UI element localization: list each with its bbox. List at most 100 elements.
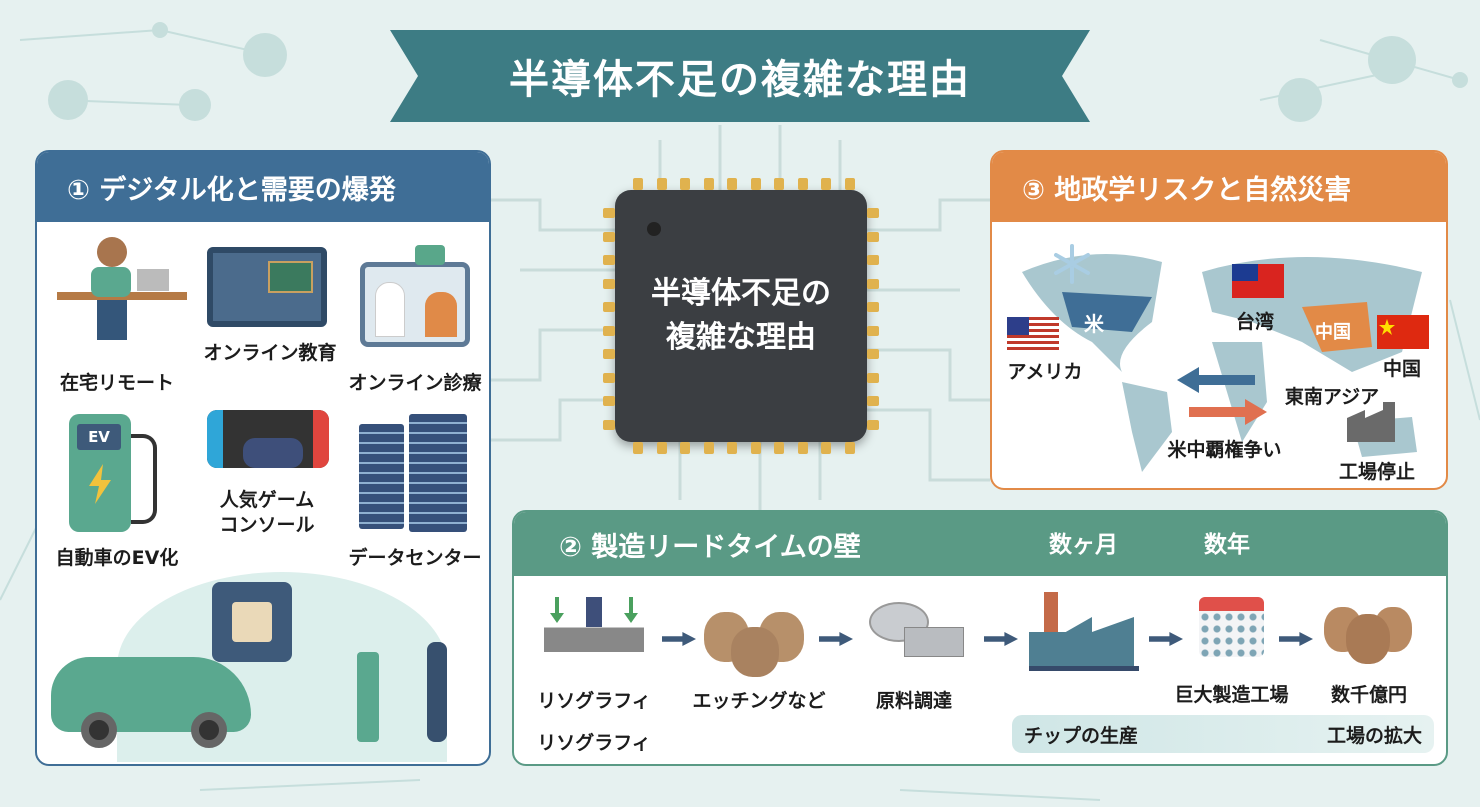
- item-online-medical: オンライン診療: [348, 372, 482, 394]
- label-southeast-asia: 東南アジア: [1284, 386, 1380, 408]
- chip-label-line1: 半導体不足の: [651, 276, 831, 311]
- game-console-icon: [207, 410, 329, 468]
- timeline-bar: チップの生産 工場の拡大: [1012, 715, 1434, 753]
- chip-pin: [867, 396, 879, 406]
- online-education-icon: [207, 247, 327, 327]
- chip-pin: [703, 178, 714, 190]
- chip-pin: [867, 349, 879, 359]
- chip-pin: [750, 178, 761, 190]
- chip-pin: [867, 372, 879, 383]
- ev-charger-icon: EV: [69, 414, 159, 534]
- label-taiwan: 台湾: [1235, 311, 1274, 333]
- chip-pin: [797, 442, 808, 454]
- chip-pin: [867, 302, 879, 312]
- chip-pin: [844, 442, 855, 454]
- section-leadtime-title: ② 製造リードタイムの壁: [559, 531, 861, 563]
- step-lithography-2: リソグラフィ: [537, 732, 651, 754]
- factory-icon: [1029, 582, 1139, 672]
- time-years: 数年: [1204, 532, 1250, 558]
- charging-station-icon: [357, 652, 379, 742]
- right-arrow-icon: [1189, 399, 1267, 425]
- money-bags-icon: [1324, 602, 1414, 664]
- chip-pin: [633, 442, 643, 454]
- chip-pin: [633, 178, 643, 190]
- step-cost: 数千億円: [1330, 684, 1407, 706]
- usa-flag-icon: [1007, 317, 1059, 351]
- down-arrow-icon: [624, 597, 638, 623]
- chip-icon: [212, 582, 292, 662]
- chip-pin: [727, 442, 737, 454]
- chip-pin: [656, 178, 667, 190]
- chip-pin: [844, 178, 855, 190]
- label-us-china-rivalry: 米中覇権争い: [1167, 439, 1282, 461]
- label-china: 中国: [1382, 358, 1421, 380]
- data-center-icon: [359, 414, 469, 534]
- arrow-icon: [662, 632, 696, 646]
- step-lithography: リソグラフィ: [537, 690, 651, 712]
- chip-pin: [821, 178, 831, 190]
- item-game-console-line2: コンソール: [219, 514, 315, 536]
- time-months: 数ヶ月: [1049, 532, 1118, 558]
- section-leadtime-header: ② 製造リードタイムの壁 数ヶ月 数年: [514, 512, 1446, 576]
- lithography-icon: [544, 597, 644, 652]
- lightning-icon: [89, 464, 111, 504]
- center-chip: 半導体不足の 複雑な理由: [615, 190, 867, 442]
- chip-pin: [680, 442, 690, 454]
- step-materials: 原料調達: [875, 690, 952, 712]
- chip-pin: [603, 302, 615, 312]
- item-game-console-line1: 人気ゲーム: [219, 489, 315, 511]
- chip-pin: [867, 208, 879, 218]
- chip-pin: [603, 396, 615, 406]
- label-usa-map: 米: [1084, 312, 1104, 336]
- taiwan-flag-icon: [1232, 264, 1284, 298]
- chip-pin: [727, 178, 737, 190]
- electric-car-icon: [51, 657, 251, 748]
- bar-factory-expansion: 工場の拡大: [1326, 724, 1422, 747]
- snowflake-icon: [1054, 244, 1090, 284]
- label-china-map: 中国: [1315, 322, 1351, 343]
- chip-pin: [603, 349, 615, 359]
- china-flag-icon: [1377, 315, 1429, 349]
- section-demand-header: ① デジタル化と需要の爆発: [37, 152, 489, 222]
- chip-pin: [750, 442, 761, 454]
- chip-pin: [797, 178, 808, 190]
- chip-pin: [774, 178, 784, 190]
- item-online-education: オンライン教育: [203, 342, 337, 364]
- item-ev: 自動車のEV化: [55, 547, 179, 569]
- left-arrow-icon: [1177, 367, 1255, 393]
- label-factory-stop: 工場停止: [1338, 461, 1415, 483]
- chip-pin: [603, 231, 615, 242]
- section-demand-panel: ① デジタル化と需要の爆発 在宅リモート オンライン教育 オンライン診療 EV …: [35, 150, 491, 766]
- page-title: 半導体不足の複雑な理由: [509, 57, 971, 103]
- chip-pin: [603, 278, 615, 289]
- arrow-icon: [1149, 632, 1183, 646]
- chip-pin: [867, 231, 879, 242]
- wafer-ingot-icon: [869, 602, 969, 667]
- chip-pin: [603, 255, 615, 265]
- section-leadtime-panel: ② 製造リードタイムの壁 数ヶ月 数年 リソグラフィ リソグラフィ エッチングな…: [512, 510, 1448, 766]
- remote-work-icon: [57, 237, 187, 347]
- label-usa: アメリカ: [1007, 361, 1083, 383]
- chip-pin: [867, 278, 879, 289]
- chip-pin: [603, 325, 615, 336]
- item-game-console: 人気ゲームコンソール: [197, 488, 337, 538]
- bar-chip-production: チップの生産: [1024, 724, 1139, 747]
- online-medical-icon: [360, 245, 470, 347]
- worker-icon: [427, 642, 447, 742]
- chip-pin: [867, 255, 879, 265]
- section-geopolitics-header: ③ 地政学リスクと自然災害: [992, 152, 1446, 222]
- chip-pin: [867, 419, 879, 430]
- chip-pin: [603, 419, 615, 430]
- chip-pin: [680, 178, 690, 190]
- sacks-icon: [704, 602, 809, 677]
- chip-pin: [603, 372, 615, 383]
- chip-pin: [821, 442, 831, 454]
- step-giant-factory: 巨大製造工場: [1174, 684, 1289, 706]
- chip-pin: [774, 442, 784, 454]
- title-banner: 半導体不足の複雑な理由: [390, 30, 1090, 122]
- down-arrow-icon: [550, 597, 564, 623]
- arrow-icon: [1279, 632, 1313, 646]
- arrow-icon: [819, 632, 853, 646]
- step-etching: エッチングなど: [692, 690, 826, 712]
